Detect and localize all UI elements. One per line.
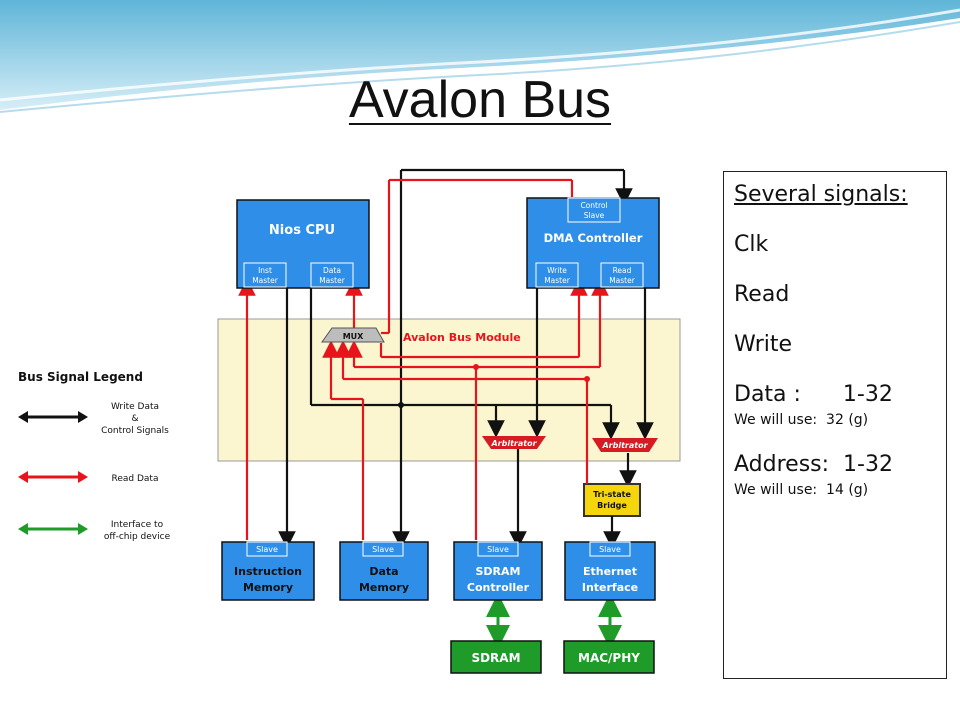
sdram-controller-line2: Controller — [467, 581, 530, 594]
legend-interface-line1: Interface to — [111, 520, 164, 530]
legend-write-line3: Control Signals — [101, 426, 169, 436]
signals-box: Several signals: Clk Read Write Data : 1… — [723, 171, 947, 679]
arbitrator-ethernet-label: Arbitrator — [601, 441, 648, 450]
mux-label: MUX — [343, 332, 364, 341]
legend-title: Bus Signal Legend — [18, 370, 143, 384]
nios-cpu-title: Nios CPU — [269, 223, 335, 238]
ethernet-interface-line2: Interface — [582, 581, 638, 594]
read-data-lines — [238, 178, 609, 540]
read-master-line1: Read — [613, 266, 632, 275]
signal-address-note: We will use: 14 (g) — [734, 482, 869, 498]
instruction-memory-line2: Memory — [243, 581, 293, 594]
ethernet-interface-slave: Slave — [599, 545, 621, 554]
signals-heading: Several signals: — [734, 182, 908, 207]
macphy-block — [563, 640, 655, 674]
nios-cpu-block: Nios CPU Inst Master Data Master — [236, 199, 370, 289]
write-master-line2: Master — [544, 276, 571, 285]
bus-signal-legend: Bus Signal Legend Write Data & Control S… — [18, 370, 171, 542]
sdram-controller-block: Slave SDRAM Controller — [453, 541, 543, 601]
legend-write-line2: & — [131, 414, 138, 424]
tristate-label-2: Bridge — [597, 501, 627, 510]
tristate-label-1: Tri-state — [593, 490, 631, 499]
legend-interface-line2: off-chip device — [104, 532, 171, 542]
data-memory-block: Slave Data Memory — [339, 541, 429, 601]
instruction-memory-block: Slave Instruction Memory — [221, 541, 315, 601]
interface-lines — [486, 593, 622, 649]
sdram-controller-line1: SDRAM — [476, 565, 521, 578]
signal-read: Read — [734, 282, 790, 307]
header-wave-decoration — [0, 0, 960, 113]
dma-title: DMA Controller — [544, 231, 643, 245]
data-memory-slave: Slave — [372, 545, 394, 554]
write-control-lines — [278, 168, 654, 549]
arbitrator-sdram-label: Arbitrator — [490, 439, 537, 448]
sdram-label: SDRAM — [471, 651, 520, 665]
signal-write: Write — [734, 332, 793, 357]
macphy-label: MAC/PHY — [578, 651, 640, 665]
data-master-line1: Data — [323, 266, 341, 275]
arbitrator-ethernet — [592, 438, 658, 452]
signal-data-note: We will use: 32 (g) — [734, 412, 869, 428]
signal-data: Data : 1-32 — [734, 382, 893, 407]
read-master-line2: Master — [609, 276, 636, 285]
tristate-bridge — [583, 483, 641, 517]
sdram-controller-slave: Slave — [487, 545, 509, 554]
bus-module-label: Avalon Bus Module — [403, 331, 521, 344]
write-master-line1: Write — [547, 266, 567, 275]
ethernet-interface-line1: Ethernet — [583, 565, 637, 578]
data-memory-line1: Data — [369, 565, 398, 578]
mux-block — [321, 327, 385, 343]
avalon-bus-diagram: Avalon Bus Module — [4, 153, 692, 720]
instruction-memory-line1: Instruction — [234, 565, 302, 578]
diagram-svg: Avalon Bus Module — [18, 168, 681, 674]
inst-master-line2: Master — [252, 276, 279, 285]
instruction-memory-slave: Slave — [256, 545, 278, 554]
inst-master-line1: Inst — [258, 266, 272, 275]
control-slave-line2: Slave — [584, 211, 605, 220]
dma-controller-block: Control Slave DMA Controller Write Maste… — [526, 197, 660, 289]
data-memory-line2: Memory — [359, 581, 409, 594]
signal-address: Address: 1-32 — [734, 452, 893, 477]
arbitrator-sdram — [482, 436, 546, 449]
signal-clk: Clk — [734, 232, 769, 257]
legend-read-label: Read Data — [112, 474, 159, 484]
legend-write-line1: Write Data — [111, 402, 159, 412]
slide-title: Avalon Bus — [348, 71, 612, 129]
control-slave-line1: Control — [580, 201, 607, 210]
sdram-block — [450, 640, 542, 674]
data-master-line2: Master — [319, 276, 346, 285]
ethernet-interface-block: Slave Ethernet Interface — [564, 541, 656, 601]
